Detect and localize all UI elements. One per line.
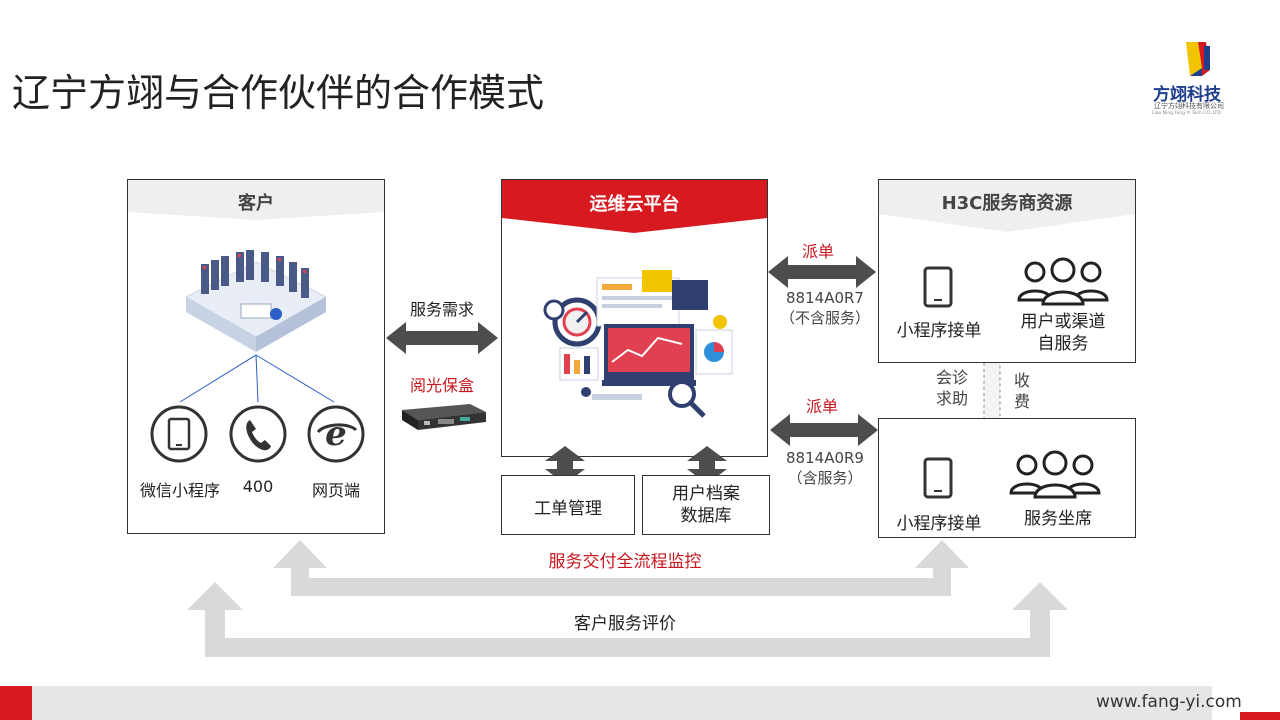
- user-group-bottom-icon: [1009, 450, 1101, 499]
- company-logo: 方翊科技 辽宁方翊科技有限公司 Liao Ning Fang Yi Tech C…: [1150, 40, 1260, 120]
- server-room-icon: [184, 250, 328, 352]
- h3c-phone-top-icon: [923, 266, 953, 308]
- svg-text:e: e: [325, 414, 347, 454]
- h3c-bottom-left-label: 小程序接单: [896, 514, 982, 534]
- evaluation-label: 客户服务评价: [574, 614, 676, 634]
- customer-header-ribbon: [128, 180, 384, 220]
- user-group-top-icon: [1017, 257, 1109, 306]
- mobile-phone-icon: [150, 405, 208, 463]
- h3c-bottom-right-label: 服务坐席: [1024, 509, 1092, 529]
- profile-db-box: 用户档案 数据库: [642, 475, 770, 535]
- h3c-header-ribbon: [879, 180, 1135, 232]
- h3c-resource-box: H3C服务商资源 小程序接单 用户或渠道 自服务: [878, 179, 1136, 363]
- dispatch-top-label: 派单: [801, 242, 834, 261]
- logo-english: Liao Ning Fang Yi Tech CO.,LTD: [1152, 111, 1221, 116]
- platform-box: 运维云平台: [501, 179, 768, 457]
- h3c-top-left-label: 小程序接单: [896, 321, 982, 341]
- dispatch-bottom-arrow-icon: [770, 414, 878, 446]
- device-label: 阅光保盒: [409, 376, 474, 395]
- customer-box: 客户 e 微信小程序 400 网页端: [127, 179, 385, 534]
- charge-label: 收 费: [1013, 371, 1030, 411]
- web-browser-icon: e: [307, 405, 365, 463]
- channel-connector-lines: [179, 354, 335, 403]
- dispatch-bottom-label: 派单: [805, 397, 838, 416]
- dashboard-illustration-icon: [543, 270, 733, 418]
- service-demand-label: 服务需求: [409, 300, 474, 319]
- footer-red-block: [0, 686, 32, 720]
- monitor-arrow-icon: [273, 540, 969, 596]
- gateway-device-icon: [402, 404, 486, 430]
- channel-label-miniprogram: 微信小程序: [139, 481, 220, 500]
- logo-name: 方翊科技: [1153, 85, 1221, 105]
- h3c-top-right-label: 用户或渠道 自服务: [1020, 312, 1106, 354]
- code-bottom-label: 8814A0R9 （含服务）: [786, 449, 864, 487]
- logo-mark-icon: [1186, 42, 1210, 76]
- footer-bar: [32, 686, 1212, 720]
- consult-label: 会诊 求助: [935, 368, 968, 408]
- profile-db-arrow-icon: [687, 446, 727, 484]
- work-order-label: 工单管理: [534, 499, 602, 519]
- dispatch-top-arrow-icon: [768, 256, 876, 288]
- h3c-header: H3C服务商资源: [941, 193, 1073, 214]
- channel-label-400: 400: [242, 477, 274, 496]
- footer-url[interactable]: www.fang-yi.com: [1096, 692, 1242, 712]
- code-top-label: 8814A0R7 （不含服务）: [779, 289, 870, 327]
- logo-subtitle: 辽宁方翊科技有限公司: [1154, 102, 1224, 110]
- page-title: 辽宁方翊与合作伙伴的合作模式: [12, 71, 545, 115]
- customer-header: 客户: [238, 193, 274, 214]
- work-order-box: 工单管理: [501, 475, 635, 535]
- evaluation-arrow-icon: [187, 582, 1068, 657]
- platform-header-ribbon: [502, 180, 767, 233]
- platform-header: 运维云平台: [589, 194, 680, 215]
- h3c-service-box: 小程序接单 服务坐席: [878, 418, 1136, 538]
- work-order-arrow-icon: [545, 446, 585, 484]
- telephone-icon: [229, 405, 287, 463]
- footer-red-accent: [1240, 712, 1280, 720]
- profile-db-label: 用户档案 数据库: [672, 484, 740, 526]
- channel-label-web: 网页端: [311, 481, 360, 500]
- service-demand-arrow-icon: [386, 322, 498, 354]
- monitor-label: 服务交付全流程监控: [548, 552, 702, 572]
- h3c-phone-bottom-icon: [923, 457, 953, 499]
